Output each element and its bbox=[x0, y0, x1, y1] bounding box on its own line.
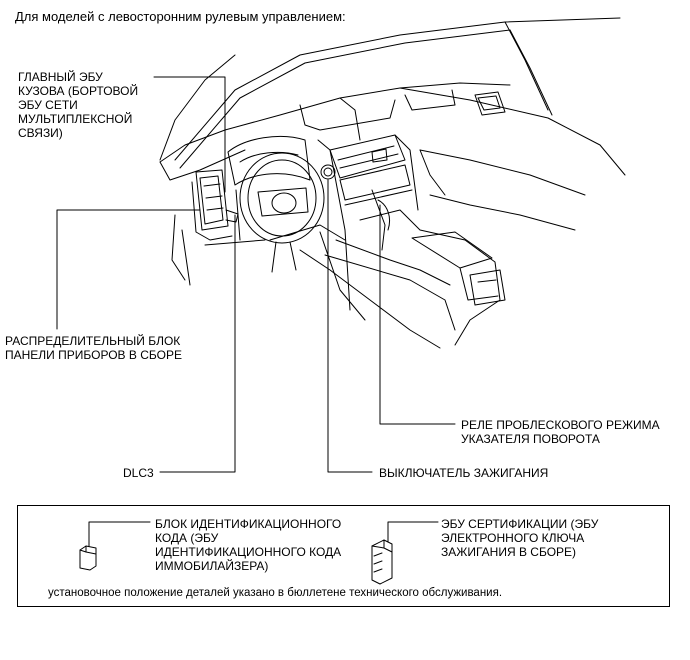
certification-ecu-icon bbox=[371, 521, 439, 585]
label-flasher-relay: РЕЛЕ ПРОБЛЕСКОВОГО РЕЖИМА УКАЗАТЕЛЯ ПОВО… bbox=[461, 418, 660, 446]
leader-lines bbox=[56, 76, 456, 473]
leader-ignition bbox=[327, 179, 373, 473]
transponder-key-ecu-icon bbox=[79, 521, 151, 571]
steering-wheel bbox=[239, 152, 325, 273]
label-certification-ecu: ЭБУ СЕРТИФИКАЦИИ (ЭБУ ЭЛЕКТРОННОГО КЛЮЧА… bbox=[441, 517, 599, 559]
diagram-heading: Для моделей с левосторонним рулевым упра… bbox=[15, 9, 346, 24]
center-stack bbox=[317, 134, 419, 311]
dashboard-top bbox=[159, 82, 511, 181]
leader-junction-block bbox=[56, 209, 201, 330]
body-ecu-component bbox=[191, 169, 239, 241]
lower-dash bbox=[171, 214, 456, 349]
leader-dlc3 bbox=[159, 214, 236, 473]
center-console bbox=[359, 189, 506, 346]
label-junction-block: РАСПРЕДЕЛИТЕЛЬНЫЙ БЛОК ПАНЕЛИ ПРИБОРОВ В… bbox=[5, 334, 182, 362]
label-dlc3: DLC3 bbox=[123, 466, 154, 480]
windshield-frame bbox=[159, 17, 621, 169]
leader-body-ecu bbox=[153, 76, 226, 193]
label-body-ecu: ГЛАВНЫЙ ЭБУ КУЗОВА (БОРТОВОЙ ЭБУ СЕТИ МУ… bbox=[18, 70, 139, 140]
label-transponder-ecu: БЛОК ИДЕНТИФИКАЦИОННОГО КОДА (ЭБУ ИДЕНТИ… bbox=[155, 517, 342, 573]
label-ignition-switch: ВЫКЛЮЧАТЕЛЬ ЗАЖИГАНИЯ bbox=[379, 466, 549, 480]
passenger-dash bbox=[399, 87, 626, 231]
leader-flasher-relay bbox=[379, 204, 456, 425]
legend-note: установочное положение деталей указано в… bbox=[48, 587, 503, 599]
legend-box bbox=[17, 505, 670, 607]
